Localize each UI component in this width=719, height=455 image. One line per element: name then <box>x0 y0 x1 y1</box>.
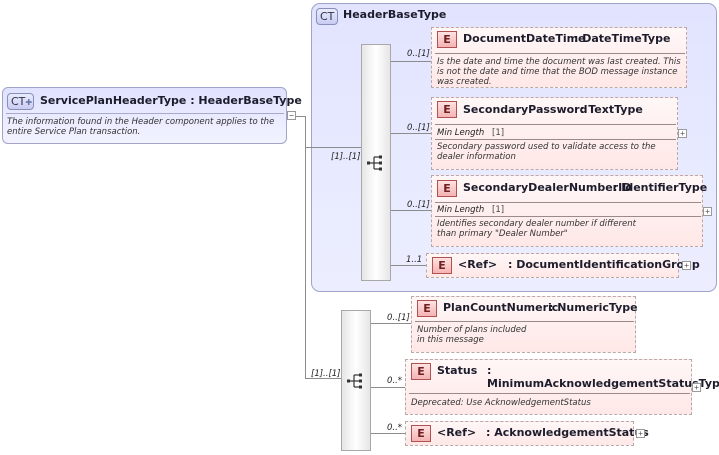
element-documentation: Identifies secondary dealer number if di… <box>437 219 636 239</box>
connector-line <box>371 387 405 388</box>
connector-line <box>371 433 405 434</box>
element-icon: E <box>411 425 431 442</box>
element-occurs: 0..[1] <box>407 123 430 133</box>
element-documentation: Secondary password used to validate acce… <box>437 142 656 162</box>
connector-line <box>305 147 362 148</box>
sequence-icon <box>347 373 362 389</box>
element-occurs: 0..* <box>387 376 403 386</box>
element-icon: E <box>432 257 452 274</box>
complex-type-icon: CT✚ <box>7 93 34 110</box>
element-divider <box>415 321 634 322</box>
element-documentation: Number of plans included in this message <box>417 325 527 345</box>
element-occurs: 0..[1] <box>387 313 410 323</box>
element-type: : DocumentIdentificationGroup <box>508 258 700 271</box>
element-occurs: 0..* <box>387 423 403 433</box>
collapse-icon[interactable]: − <box>287 111 296 120</box>
connector-line <box>391 265 426 266</box>
connector-line <box>391 133 431 134</box>
element-divider <box>435 124 676 125</box>
sequence-occurs: [1]..[1] <box>331 152 361 162</box>
ct-tag-label: CT <box>11 95 26 108</box>
root-type-title: ServicePlanHeaderType : HeaderBaseType <box>40 94 302 107</box>
element-type: : AcknowledgementStatus <box>486 426 649 439</box>
element-document-date-time[interactable] <box>431 27 687 88</box>
root-type-divider <box>6 113 284 114</box>
sequence-compositor[interactable] <box>361 44 391 281</box>
element-divider <box>435 53 685 54</box>
element-secondary-password[interactable] <box>431 97 678 170</box>
element-documentation: Deprecated: Use AcknowledgementStatus <box>411 398 591 408</box>
root-type-box[interactable] <box>2 87 287 144</box>
element-ref-document-identification-group[interactable] <box>426 253 679 278</box>
connector-line <box>391 210 431 211</box>
complex-type-icon: CT <box>316 8 339 25</box>
expand-icon[interactable]: + <box>678 129 687 138</box>
element-icon: E <box>417 300 437 317</box>
element-icon: E <box>411 363 431 380</box>
element-occurs: 1..1 <box>406 255 423 265</box>
element-type: : MinimumAcknowledgementStatusType <box>487 364 719 390</box>
element-name: SecondaryDealerNumberID <box>463 181 632 194</box>
element-type: : TextType <box>580 103 643 116</box>
connector-line <box>371 323 411 324</box>
element-divider <box>409 393 690 394</box>
element-secondary-dealer-number-id[interactable] <box>431 175 703 247</box>
element-icon: E <box>437 180 457 197</box>
element-occurs: 0..[1] <box>407 200 430 210</box>
facet-value: [1] <box>492 128 505 138</box>
facet-value: [1] <box>492 205 505 215</box>
connector-line <box>305 378 341 379</box>
element-divider <box>435 139 676 140</box>
element-name: Status <box>437 364 478 377</box>
element-ref-acknowledgement-status[interactable] <box>405 421 634 446</box>
sequence-occurs: [1]..[1] <box>311 369 341 379</box>
element-type: : DateTimeType <box>574 32 671 45</box>
sequence-icon <box>367 155 382 171</box>
element-documentation: Is the date and time the document was la… <box>437 57 681 87</box>
expand-icon[interactable]: + <box>682 261 691 270</box>
element-occurs: 0..[1] <box>407 49 430 59</box>
expand-icon[interactable]: + <box>636 429 645 438</box>
element-name: <Ref> <box>437 426 477 439</box>
element-status[interactable] <box>405 359 692 415</box>
element-name: <Ref> <box>458 258 498 271</box>
element-name: SecondaryPassword <box>463 103 588 116</box>
root-type-documentation: The information found in the Header comp… <box>7 117 275 137</box>
element-divider <box>435 216 701 217</box>
element-plan-count-numeric[interactable] <box>411 296 636 353</box>
header-base-type-title: HeaderBaseType <box>343 8 447 21</box>
element-name: DocumentDateTime <box>463 32 586 45</box>
element-icon: E <box>437 101 457 118</box>
connector-line <box>391 61 431 62</box>
expand-icon[interactable]: + <box>692 383 701 392</box>
element-type: : NumericType <box>549 301 638 314</box>
facet-label: Min Length <box>437 128 485 138</box>
element-name: PlanCountNumeric <box>443 301 559 314</box>
element-type: : IdentifierType <box>613 181 708 194</box>
element-icon: E <box>437 31 457 48</box>
connector-line <box>296 116 305 117</box>
connector-line <box>305 116 306 379</box>
expand-icon[interactable]: + <box>703 207 712 216</box>
facet-label: Min Length <box>437 205 485 215</box>
element-divider <box>435 202 701 203</box>
